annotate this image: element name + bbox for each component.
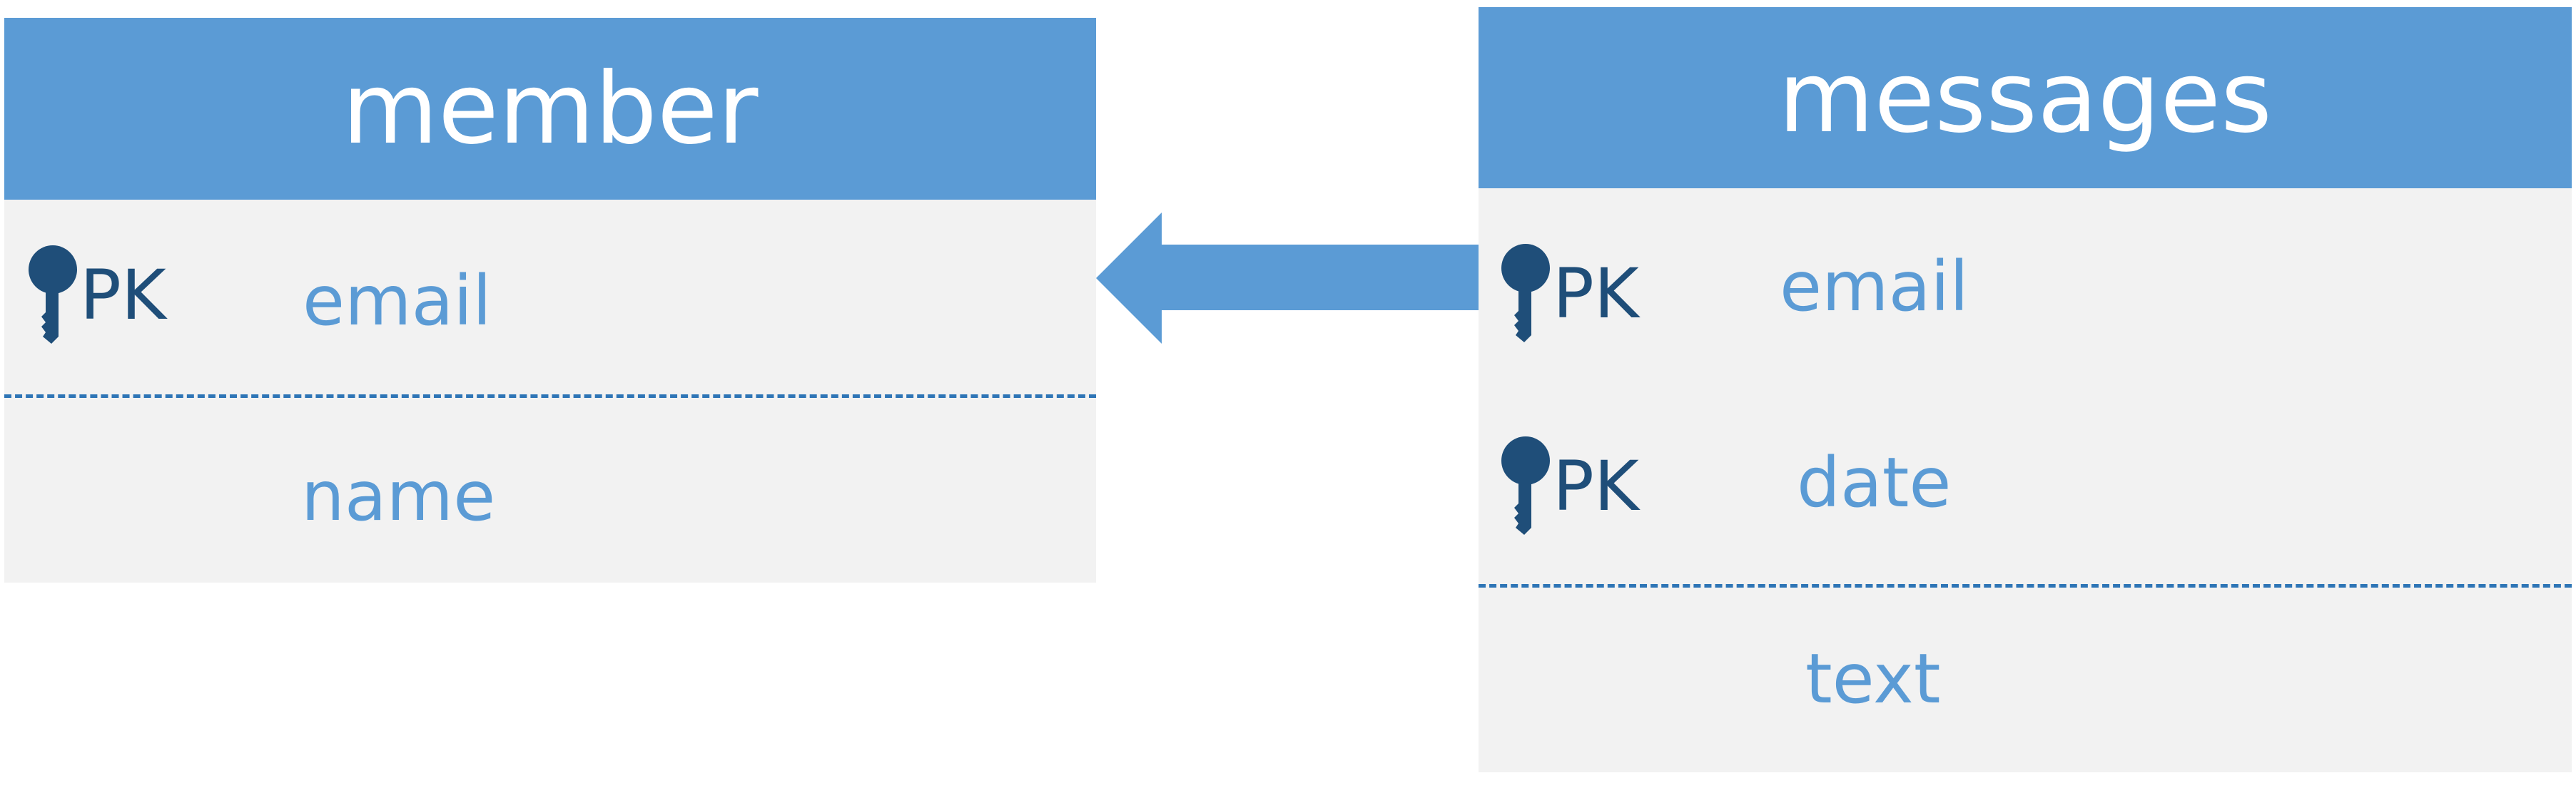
- messages-row-email[interactable]: PK email: [1479, 188, 2572, 384]
- member-row-name[interactable]: name: [4, 398, 1096, 583]
- key-icon: [27, 245, 84, 345]
- messages-divider: [1479, 584, 2572, 588]
- member-title: member: [342, 51, 759, 166]
- messages-date-pk: PK: [1500, 436, 1639, 536]
- member-field-email: email: [303, 261, 492, 341]
- member-header: member: [4, 18, 1096, 200]
- member-email-pk: PK: [27, 245, 166, 345]
- pk-label: PK: [1553, 446, 1639, 526]
- member-entity[interactable]: member PK email name: [4, 18, 1096, 583]
- messages-field-email: email: [1780, 247, 1969, 327]
- member-body: PK email name: [4, 200, 1096, 583]
- messages-field-date: date: [1797, 443, 1952, 523]
- messages-header: messages: [1479, 7, 2572, 188]
- messages-row-text[interactable]: text: [1479, 588, 2572, 772]
- member-row-email[interactable]: PK email: [4, 200, 1096, 396]
- messages-title: messages: [1778, 40, 2273, 155]
- messages-row-date[interactable]: PK date: [1479, 384, 2572, 580]
- pk-label: PK: [1553, 254, 1639, 334]
- foreign-key-arrow: [1096, 213, 1479, 344]
- messages-email-pk: PK: [1500, 244, 1639, 344]
- key-icon: [1500, 244, 1557, 344]
- messages-entity[interactable]: messages PK email PK date text: [1479, 7, 2572, 772]
- messages-body: PK email PK date text: [1479, 188, 2572, 772]
- member-divider: [4, 394, 1096, 398]
- pk-label: PK: [80, 255, 166, 335]
- messages-field-text: text: [1805, 639, 1941, 719]
- key-icon: [1500, 436, 1557, 536]
- member-field-name: name: [301, 456, 496, 536]
